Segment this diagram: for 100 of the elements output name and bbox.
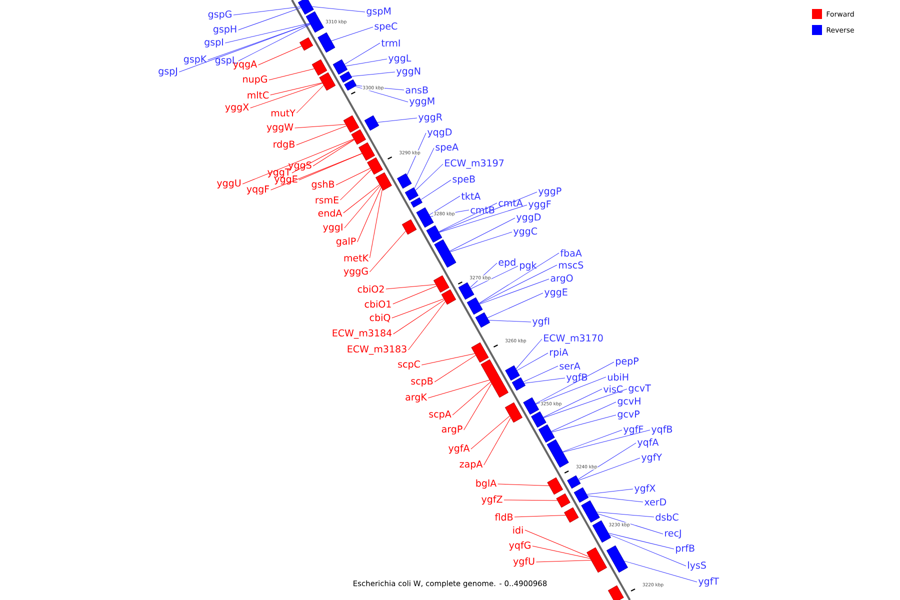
- gene-label: yggW: [266, 124, 294, 132]
- gene-label: speA: [436, 144, 458, 152]
- leader-line: [312, 6, 366, 12]
- leader-line: [532, 546, 590, 559]
- gene-label: yggN: [396, 68, 420, 76]
- gene-label: scpC: [398, 360, 420, 370]
- gene-block: [608, 585, 624, 600]
- leader-line: [298, 153, 362, 180]
- gene-block: [547, 477, 564, 495]
- leader-line: [233, 6, 301, 16]
- gene-label: argO: [550, 274, 573, 284]
- leader-line: [470, 262, 498, 288]
- leader-line: [562, 430, 650, 452]
- leader-line: [242, 138, 354, 184]
- gene-label: serA: [560, 362, 580, 370]
- gene-label: yqfA: [638, 438, 659, 448]
- leader-line: [343, 184, 380, 214]
- leader-line: [470, 416, 510, 450]
- gene-label: epd: [498, 258, 516, 268]
- gene-block: [364, 115, 380, 131]
- leader-line: [428, 380, 490, 398]
- gene-block: [546, 439, 569, 468]
- gene-label: bglA: [476, 479, 497, 489]
- gene-label: fldB: [494, 513, 513, 521]
- leader-line: [238, 24, 311, 62]
- gene-label: ygfX: [634, 484, 656, 494]
- gene-block: [300, 37, 314, 51]
- leader-line: [344, 186, 380, 228]
- leader-line: [450, 232, 512, 252]
- leader-line: [238, 8, 302, 30]
- gene-label: rpiA: [550, 348, 568, 358]
- leader-line: [480, 278, 550, 304]
- leader-line: [438, 192, 538, 232]
- gene-label: scpA: [429, 410, 452, 420]
- gene-label: ygfU: [513, 557, 534, 567]
- gene-block: [351, 129, 366, 145]
- leader-line: [524, 530, 590, 557]
- gene-block: [458, 282, 474, 300]
- leader-line: [514, 514, 566, 518]
- gene-label: yggE: [544, 288, 568, 298]
- gene-label: tktA: [461, 192, 481, 200]
- leader-line: [336, 168, 371, 186]
- leader-line: [270, 153, 362, 190]
- leader-line: [224, 22, 310, 44]
- gene-label: yggU: [216, 180, 240, 188]
- gene-block: [343, 115, 360, 133]
- gene-label: idi: [513, 526, 523, 534]
- gene-label: ygfI: [532, 317, 550, 327]
- leader-line: [479, 264, 558, 304]
- gene-block: [319, 72, 336, 91]
- leader-line: [414, 148, 434, 189]
- gene-label: cbiQ: [370, 314, 390, 322]
- leader-line: [578, 442, 636, 480]
- gene-label: metK: [344, 254, 369, 262]
- gene-label: gspI: [204, 38, 223, 48]
- gene-block: [531, 411, 546, 428]
- gene-label: ygfZ: [482, 495, 502, 505]
- leader-line: [340, 170, 372, 200]
- gene-label: endA: [318, 209, 342, 217]
- gene-block: [441, 289, 456, 305]
- leader-line: [484, 418, 511, 466]
- gene-block: [298, 0, 314, 15]
- gene-label: yggE: [274, 176, 298, 184]
- gene-label: mscS: [559, 261, 584, 269]
- leader-line: [450, 218, 516, 252]
- leader-line: [430, 210, 470, 217]
- gene-block: [416, 207, 434, 228]
- leader-line: [624, 560, 698, 582]
- leader-line: [369, 189, 382, 258]
- gene-label: yqfG: [509, 541, 530, 551]
- leader-line: [452, 382, 491, 416]
- gene-label: yqfB: [652, 425, 672, 435]
- gene-block: [505, 365, 520, 381]
- leader-line: [478, 252, 560, 304]
- leader-line: [178, 24, 310, 72]
- leader-line: [268, 68, 315, 80]
- gene-label: dsbC: [656, 513, 678, 521]
- leader-line: [470, 266, 518, 289]
- gene-label: pepP: [616, 358, 639, 366]
- gene-label: argK: [406, 394, 428, 402]
- leader-line: [294, 124, 346, 128]
- leader-line: [598, 514, 664, 534]
- gene-block: [397, 173, 412, 189]
- gene-block: [344, 79, 357, 91]
- leader-line: [608, 532, 674, 550]
- leader-line: [355, 86, 408, 102]
- gene-label: galP: [336, 237, 356, 247]
- gene-label: yggM: [409, 98, 434, 106]
- gene-label: yggF: [528, 200, 551, 210]
- leader-line: [543, 388, 602, 418]
- gene-block: [523, 397, 540, 415]
- leader-line: [292, 139, 354, 174]
- leader-line: [357, 187, 382, 242]
- gene-block: [606, 545, 628, 573]
- gene-label: ubiH: [608, 373, 628, 381]
- gene-label: yggX: [225, 104, 249, 112]
- gene-block: [581, 500, 600, 523]
- gene-label: gspJ: [158, 68, 177, 76]
- gene-label: yggC: [513, 227, 537, 237]
- gene-block: [504, 402, 522, 423]
